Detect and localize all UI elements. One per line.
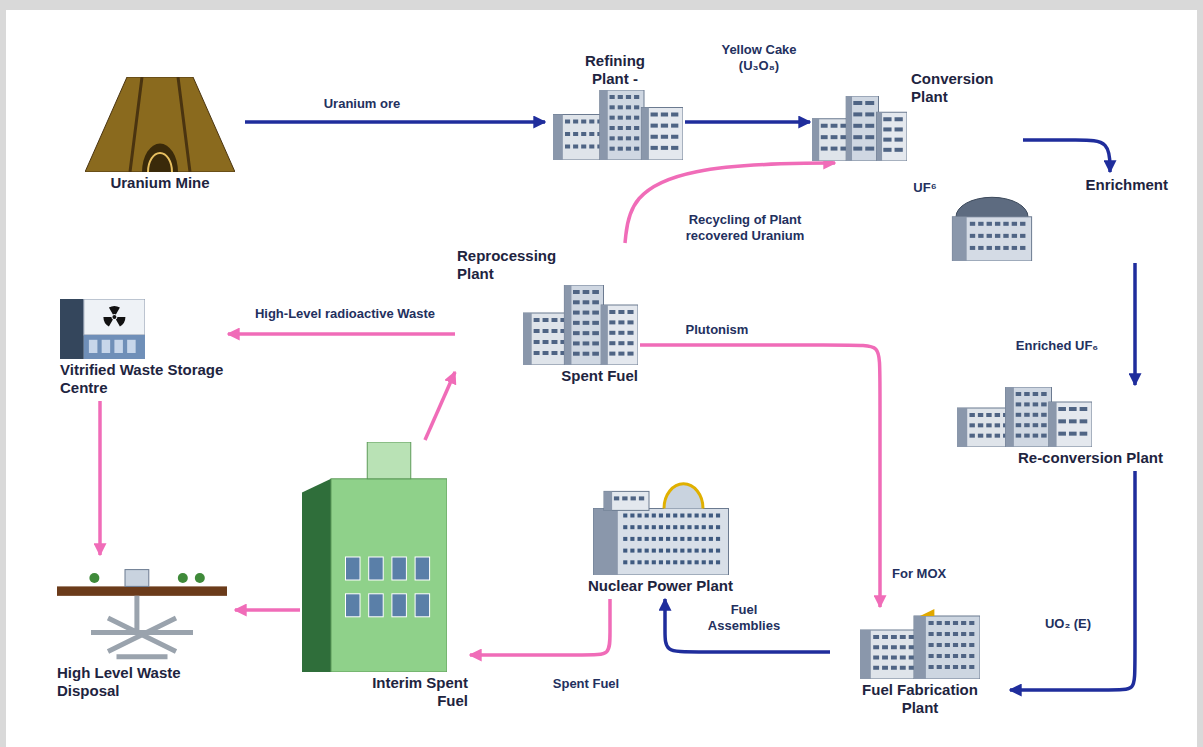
building-shape xyxy=(593,509,728,576)
facility-label: Nuclear Power Plant xyxy=(588,577,733,595)
flow-arrow xyxy=(1133,263,1137,385)
note-label: For MOX xyxy=(890,566,974,582)
facility-label: Reprocessing Plant xyxy=(457,247,577,283)
facility-label: Interim Spent Fuel xyxy=(338,674,468,710)
flow-label: High-Level radioactive Waste xyxy=(236,306,454,322)
facility-node: Re-conversion Plant xyxy=(955,385,1165,471)
flow-arrow xyxy=(228,332,455,336)
facility-label: Refining Plant - xyxy=(568,52,663,88)
building-shape xyxy=(601,305,638,365)
building-shape xyxy=(1049,402,1092,447)
vitrified-icon xyxy=(60,299,145,359)
facility-node: Interim Spent Fuel xyxy=(300,440,470,714)
plant-icon xyxy=(553,90,683,160)
npp-icon xyxy=(586,480,736,575)
flow-arrow xyxy=(665,599,830,652)
facility-node: Vitrified Waste Storage Centre xyxy=(58,297,228,401)
flow-label: Fuel Assemblies xyxy=(700,602,788,634)
building-shape xyxy=(914,616,980,679)
facility-node: Uranium Mine xyxy=(75,75,245,196)
facility-node: Fuel Fabrication Plant xyxy=(830,607,1010,721)
flow-arrow xyxy=(685,120,810,124)
flow-arrow xyxy=(1023,140,1110,172)
facility-node: Nuclear Power Plant xyxy=(548,478,773,599)
facility-label: Conversion Plant xyxy=(911,70,1021,106)
building-shape xyxy=(952,217,1031,261)
building-shape xyxy=(604,491,649,510)
facility-node: Conversion Plant xyxy=(810,66,1023,163)
flow-label: Enriched UF₆ xyxy=(985,338,1129,354)
flow-label: Recycling of Plant recovered Uranium xyxy=(668,212,822,244)
facility-label: Enrichment xyxy=(1085,176,1168,194)
building-shape xyxy=(564,285,603,365)
facility-label: High Level Waste Disposal xyxy=(57,664,232,700)
flow-arrow xyxy=(425,372,455,440)
flow-arrow xyxy=(235,608,300,612)
facility-node: High Level Waste Disposal xyxy=(55,555,235,704)
building-shape xyxy=(877,112,907,161)
flow-label: Spent Fuel xyxy=(538,676,634,692)
flow-label: UO₂ (E) xyxy=(1025,616,1111,632)
facility-node: Reprocessing PlantSpent Fuel xyxy=(455,243,640,389)
facility-label: Spent Fuel xyxy=(561,367,638,385)
mine-icon xyxy=(85,77,235,172)
flow-arrow xyxy=(625,163,835,243)
flow-arrow xyxy=(1010,471,1135,690)
plant-icon xyxy=(957,387,1092,447)
facility-label: Fuel Fabrication Plant xyxy=(845,681,995,717)
facility-label: Uranium Mine xyxy=(110,174,209,192)
plant-icon xyxy=(523,285,638,365)
disposal-icon xyxy=(57,557,227,662)
facility-label: Re-conversion Plant xyxy=(1018,449,1163,467)
flow-label: UF⁶ xyxy=(903,180,947,196)
facility-label: Vitrified Waste Storage Centre xyxy=(60,361,225,397)
building-shape xyxy=(860,630,920,679)
building-shape xyxy=(846,96,878,161)
building-shape xyxy=(1006,387,1052,447)
flow-arrow xyxy=(98,401,102,555)
flow-arrow xyxy=(470,599,610,655)
building-shape xyxy=(641,108,683,161)
fab-icon xyxy=(860,609,980,679)
facility-node: Refining Plant - xyxy=(545,48,685,162)
flow-label: Yellow Cake (U₃O₈) xyxy=(708,42,810,74)
plant-icon xyxy=(812,96,907,161)
building-shape xyxy=(600,90,644,160)
flow-label: Plutonism xyxy=(672,322,762,338)
tower-icon xyxy=(302,442,447,672)
flow-arrow xyxy=(245,120,545,124)
flow-label: Uranium ore xyxy=(300,96,424,112)
enrich-icon xyxy=(947,196,1037,261)
facility-node: Enrichment xyxy=(945,172,1170,263)
